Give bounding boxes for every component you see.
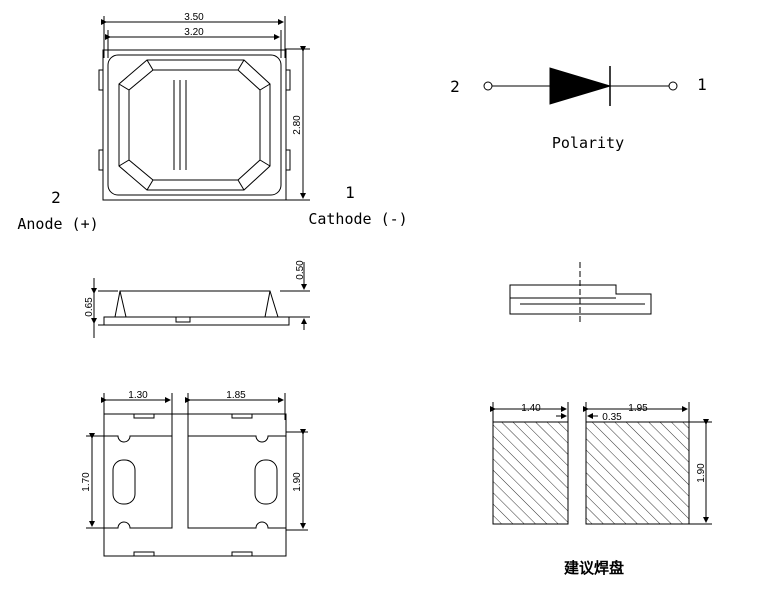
top-view bbox=[98, 16, 310, 201]
bottom-view bbox=[86, 393, 308, 557]
cathode-label: Cathode (-) bbox=[308, 210, 407, 228]
dim-pad-height: 1.70 bbox=[81, 472, 92, 492]
diode-symbol bbox=[483, 66, 678, 106]
dim-width-outer: 3.50 bbox=[184, 12, 204, 23]
side-section bbox=[509, 262, 652, 322]
recommended-footprint bbox=[490, 402, 712, 525]
dim-body-height: 1.90 bbox=[292, 472, 303, 492]
dim-total: 0.65 bbox=[84, 297, 95, 317]
dim-footprint-height: 1.90 bbox=[696, 463, 707, 483]
dim-footprint-gap: 0.35 bbox=[602, 412, 622, 423]
pin1-number: 1 bbox=[345, 183, 355, 202]
side-view bbox=[91, 262, 310, 338]
polarity-pin-left: 2 bbox=[450, 77, 460, 96]
dim-left-pad: 1.30 bbox=[128, 390, 148, 401]
anode-label: Anode (+) bbox=[17, 215, 98, 233]
dim-width-inner: 3.20 bbox=[184, 27, 204, 38]
dim-right-pad: 1.85 bbox=[226, 390, 246, 401]
dim-footprint-right: 1.95 bbox=[628, 403, 648, 414]
pin2-number: 2 bbox=[51, 188, 61, 207]
footprint-caption: 建议焊盘 bbox=[564, 559, 624, 577]
polarity-caption: Polarity bbox=[552, 134, 624, 152]
polarity-pin-right: 1 bbox=[697, 75, 707, 94]
dim-lens: 0.50 bbox=[295, 260, 306, 280]
dim-height: 2.80 bbox=[292, 115, 303, 135]
dim-footprint-left: 1.40 bbox=[521, 403, 541, 414]
